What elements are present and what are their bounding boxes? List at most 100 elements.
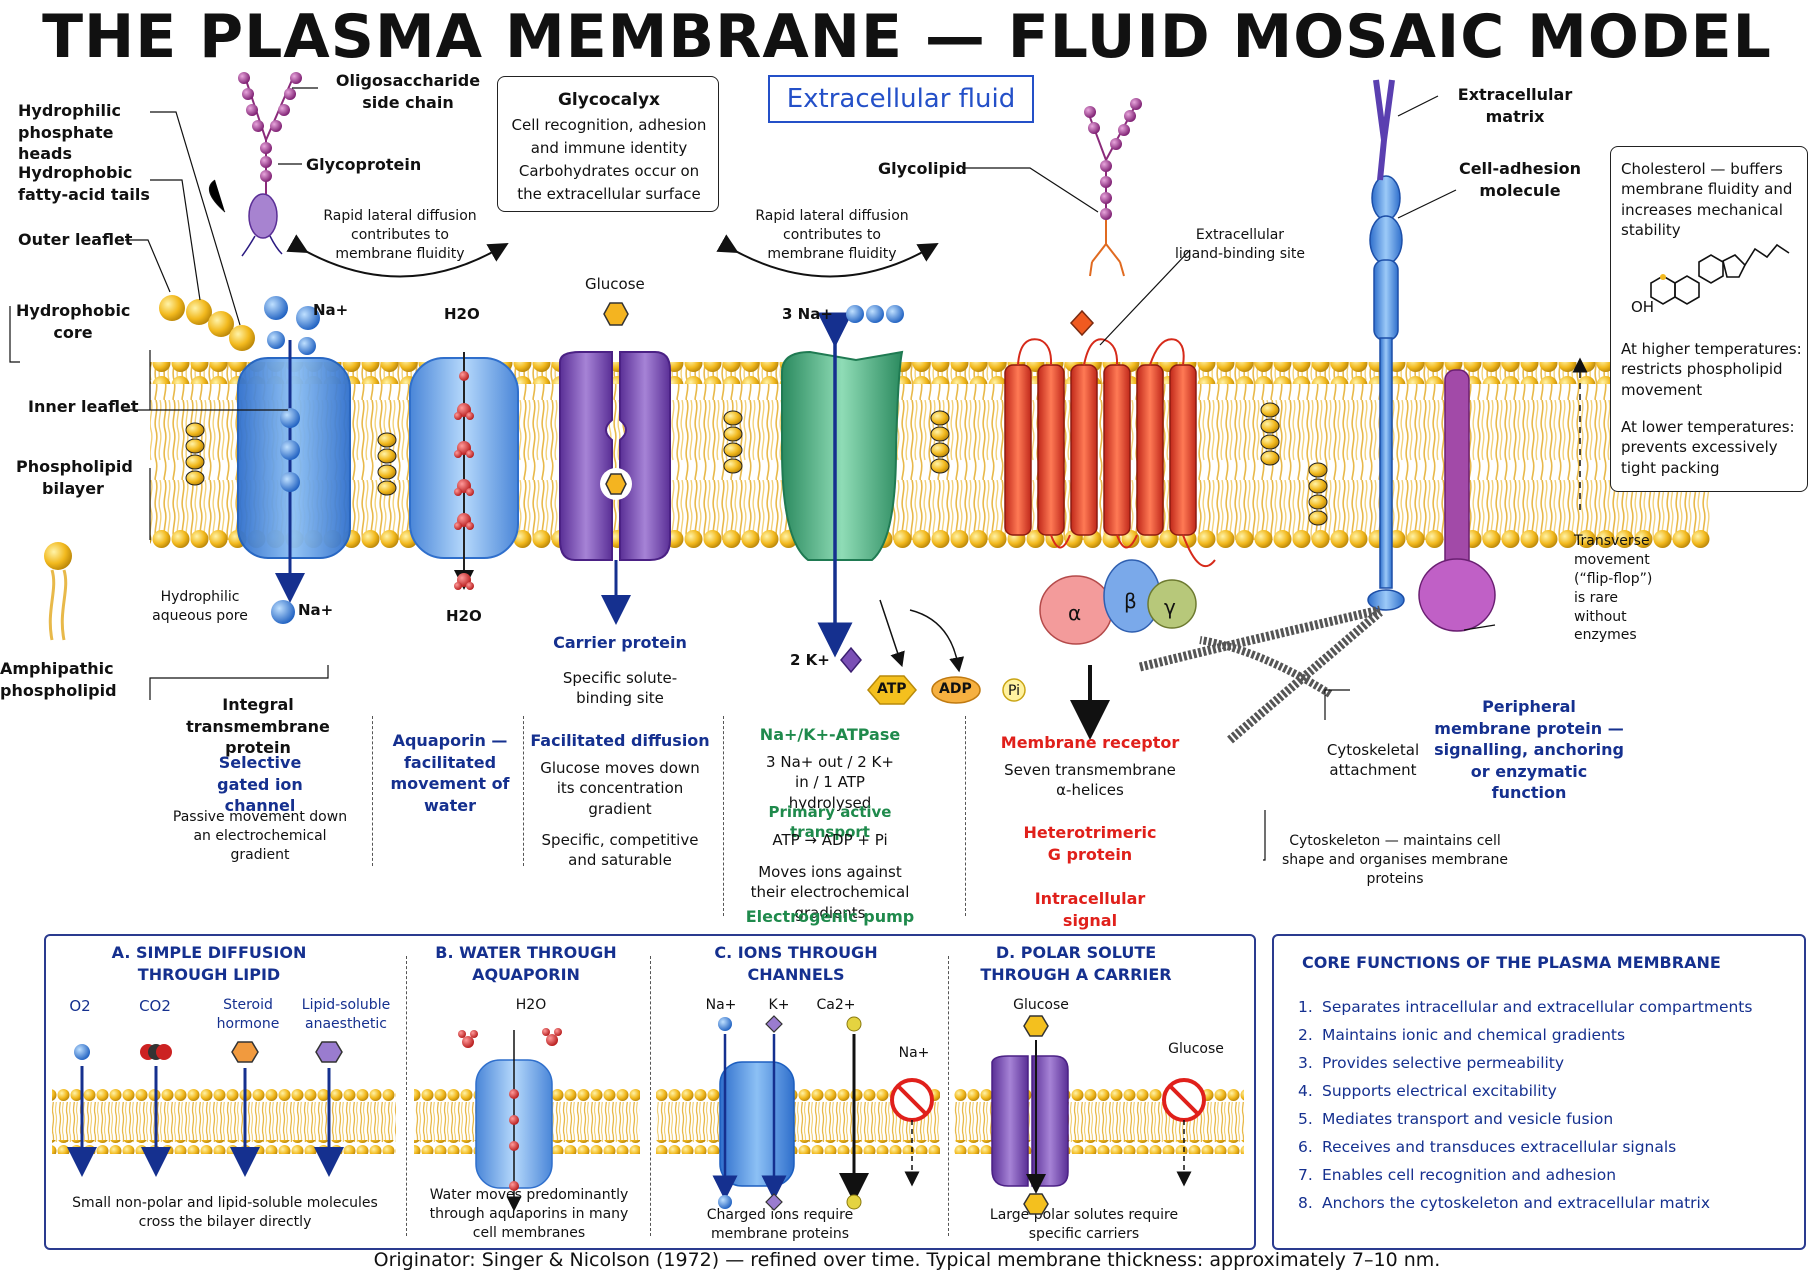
panel-drawings xyxy=(52,1015,1244,1215)
function-item: 3.Provides selective permeability xyxy=(1298,1054,1565,1072)
functions-title: CORE FUNCTIONS OF THE PLASMA MEMBRANE xyxy=(1302,953,1721,972)
panel-d-glucose2: Glucose xyxy=(1168,1041,1224,1057)
panel-c-title: C. IONS THROUGH CHANNELS xyxy=(714,943,878,984)
cholesterol-structure xyxy=(1650,243,1790,305)
label-transverse: Transverse movement (“flip-flop”) is rar… xyxy=(1574,533,1653,644)
label-ligand-site: Extracellular ligand-binding site xyxy=(1175,227,1305,262)
panel-c-desc: Charged ions require membrane proteins xyxy=(706,1207,854,1242)
label-lateral-left: Rapid lateral diffusion contributes to m… xyxy=(323,208,477,262)
label-bilayer: Phospholipid bilayer xyxy=(16,457,133,498)
label-cytoskeletal: Cytoskeletal attachment xyxy=(1326,741,1420,780)
label-ecm: Extracellular matrix xyxy=(1457,85,1573,126)
label-integral: Integral transmembrane protein xyxy=(186,695,330,758)
panel-a-title: A. SIMPLE DIFFUSION THROUGH LIPID xyxy=(111,943,307,984)
label-gprotein: Heterotrimeric G protein xyxy=(1023,823,1157,864)
label-h2o-bottom: H2O xyxy=(446,607,482,625)
divider xyxy=(723,716,724,916)
function-item: 6.Receives and transduces extracellular … xyxy=(1298,1138,1677,1156)
divider xyxy=(406,956,407,1236)
label-fd-desc2: Specific, competitive and saturable xyxy=(541,831,699,870)
label-glucose-top: Glucose xyxy=(585,275,645,293)
label-glycoprotein: Glycoprotein xyxy=(306,155,422,174)
label-alpha: α xyxy=(1068,601,1082,625)
label-na-top: Na+ xyxy=(313,301,349,319)
label-adp: ADP xyxy=(939,681,972,697)
label-hydrophobic-core: Hydrophobic core xyxy=(16,301,131,342)
label-carrier: Carrier protein xyxy=(553,633,687,652)
panel-c-ca: Ca2+ xyxy=(816,997,856,1013)
label-na-bottom: Na+ xyxy=(298,601,334,619)
panel-a-anaesthetic: Lipid-soluble anaesthetic xyxy=(301,997,391,1032)
label-oligosaccharide: Oligosaccharide side chain xyxy=(335,71,481,112)
panel-b-title: B. WATER THROUGH AQUAPORIN xyxy=(435,943,617,984)
label-outer-leaflet: Outer leaflet xyxy=(18,230,133,249)
label-aquaporin: Aquaporin — facilitated movement of wate… xyxy=(390,731,510,815)
label-pump-desc2: Moves ions against their electrochemical… xyxy=(750,863,910,922)
glycocalyx-title: Glycocalyx xyxy=(557,90,661,110)
panel-a-steroid: Steroid hormone xyxy=(216,997,280,1032)
footer-note: Originator: Singer & Nicolson (1972) — r… xyxy=(373,1249,1441,1271)
divider xyxy=(523,716,524,866)
label-atp: ATP xyxy=(877,681,907,697)
cholesterol-oh: OH xyxy=(1631,298,1655,316)
label-carrier-site: Specific solute-binding site xyxy=(562,669,678,708)
label-cam: Cell-adhesion molecule xyxy=(1458,159,1582,200)
function-item: 4.Supports electrical excitability xyxy=(1298,1082,1557,1100)
label-pump-desc: 3 Na+ out / 2 K+ in / 1 ATP hydrolysed xyxy=(766,753,894,812)
label-hydrophobic-tails: Hydrophobic fatty-acid tails xyxy=(18,163,150,204)
divider xyxy=(650,956,651,1236)
glycocalyx-line4: the extracellular surface xyxy=(517,185,701,203)
panel-d-glucose: Glucose xyxy=(1013,997,1069,1013)
functions-list: 1.Separates intracellular and extracellu… xyxy=(1298,998,1798,1222)
label-amphipathic: Amphipathic phospholipid xyxy=(0,659,117,700)
function-item: 1.Separates intracellular and extracellu… xyxy=(1298,998,1753,1016)
function-item: 7.Enables cell recognition and adhesion xyxy=(1298,1166,1617,1184)
label-lateral-right: Rapid lateral diffusion contributes to m… xyxy=(755,208,909,262)
label-peripheral: Peripheral membrane protein — signalling… xyxy=(1434,697,1624,803)
label-pi: Pi xyxy=(1008,683,1021,699)
label-pump: Na+/K+-ATPase xyxy=(759,725,901,744)
function-item: 2.Maintains ionic and chemical gradients xyxy=(1298,1026,1626,1044)
divider xyxy=(948,956,949,1236)
label-pat: Primary active transport xyxy=(768,803,892,842)
label-fd-desc: Glucose moves down its concentration gra… xyxy=(540,759,700,818)
label-electrogenic: Electrogenic pump xyxy=(745,907,915,926)
label-fd: Facilitated diffusion xyxy=(530,731,710,750)
extracellular-label: Extracellular fluid xyxy=(768,75,1034,123)
glycocalyx-line3: Carbohydrates occur on xyxy=(518,162,700,180)
panel-a-co2: CO2 xyxy=(139,997,171,1015)
label-aqueous-pore: Hydrophilic aqueous pore xyxy=(152,589,248,624)
cholesterol-higher: At higher temperatures: restricts phosph… xyxy=(1621,340,1802,399)
label-cytoskeleton: Cytoskeleton — maintains cell shape and … xyxy=(1281,833,1509,887)
label-pump-eq: ATP → ADP + Pi xyxy=(772,831,888,849)
panel-d-title: D. POLAR SOLUTE THROUGH A CARRIER xyxy=(980,943,1172,984)
label-gamma: γ xyxy=(1164,595,1176,619)
cholesterol-lower: At lower temperatures: prevents excessiv… xyxy=(1621,418,1795,477)
panel-b-desc: Water moves predominantly through aquapo… xyxy=(429,1187,629,1241)
glycocalyx-line2: and immune identity xyxy=(530,139,688,157)
divider xyxy=(372,716,373,866)
glycocalyx-box: Glycocalyx Cell recognition, adhesion an… xyxy=(497,76,719,212)
label-na3: 3 Na+ xyxy=(782,305,833,323)
label-h2o-top: H2O xyxy=(444,305,480,323)
function-item: 8.Anchors the cytoskeleton and extracell… xyxy=(1298,1194,1711,1212)
divider xyxy=(965,716,966,916)
panel-a-desc: Small non-polar and lipid-soluble molecu… xyxy=(72,1195,378,1230)
label-channel-desc: Passive movement down an electrochemical… xyxy=(172,809,348,863)
panel-c-k: K+ xyxy=(768,997,790,1013)
page-title: THE PLASMA MEMBRANE — FLUID MOSAIC MODEL xyxy=(42,2,1772,72)
label-inner-leaflet: Inner leaflet xyxy=(28,397,139,416)
label-receptor-desc: Seven transmembrane α-helices xyxy=(1004,761,1176,800)
panel-b-h2o: H2O xyxy=(515,997,547,1013)
panel-c-na2: Na+ xyxy=(898,1045,930,1061)
label-channel: Selective gated ion channel xyxy=(217,753,303,816)
panel-a-o2: O2 xyxy=(69,997,91,1015)
label-k2: 2 K+ xyxy=(790,651,830,669)
label-receptor: Membrane receptor xyxy=(1000,733,1180,752)
cholesterol-box: Cholesterol — buffers membrane fluidity … xyxy=(1610,146,1808,492)
label-beta: β xyxy=(1124,589,1137,613)
cholesterol-text: Cholesterol — buffers membrane fluidity … xyxy=(1621,160,1793,239)
panel-c-na: Na+ xyxy=(705,997,737,1013)
label-glycolipid: Glycolipid xyxy=(878,159,967,178)
